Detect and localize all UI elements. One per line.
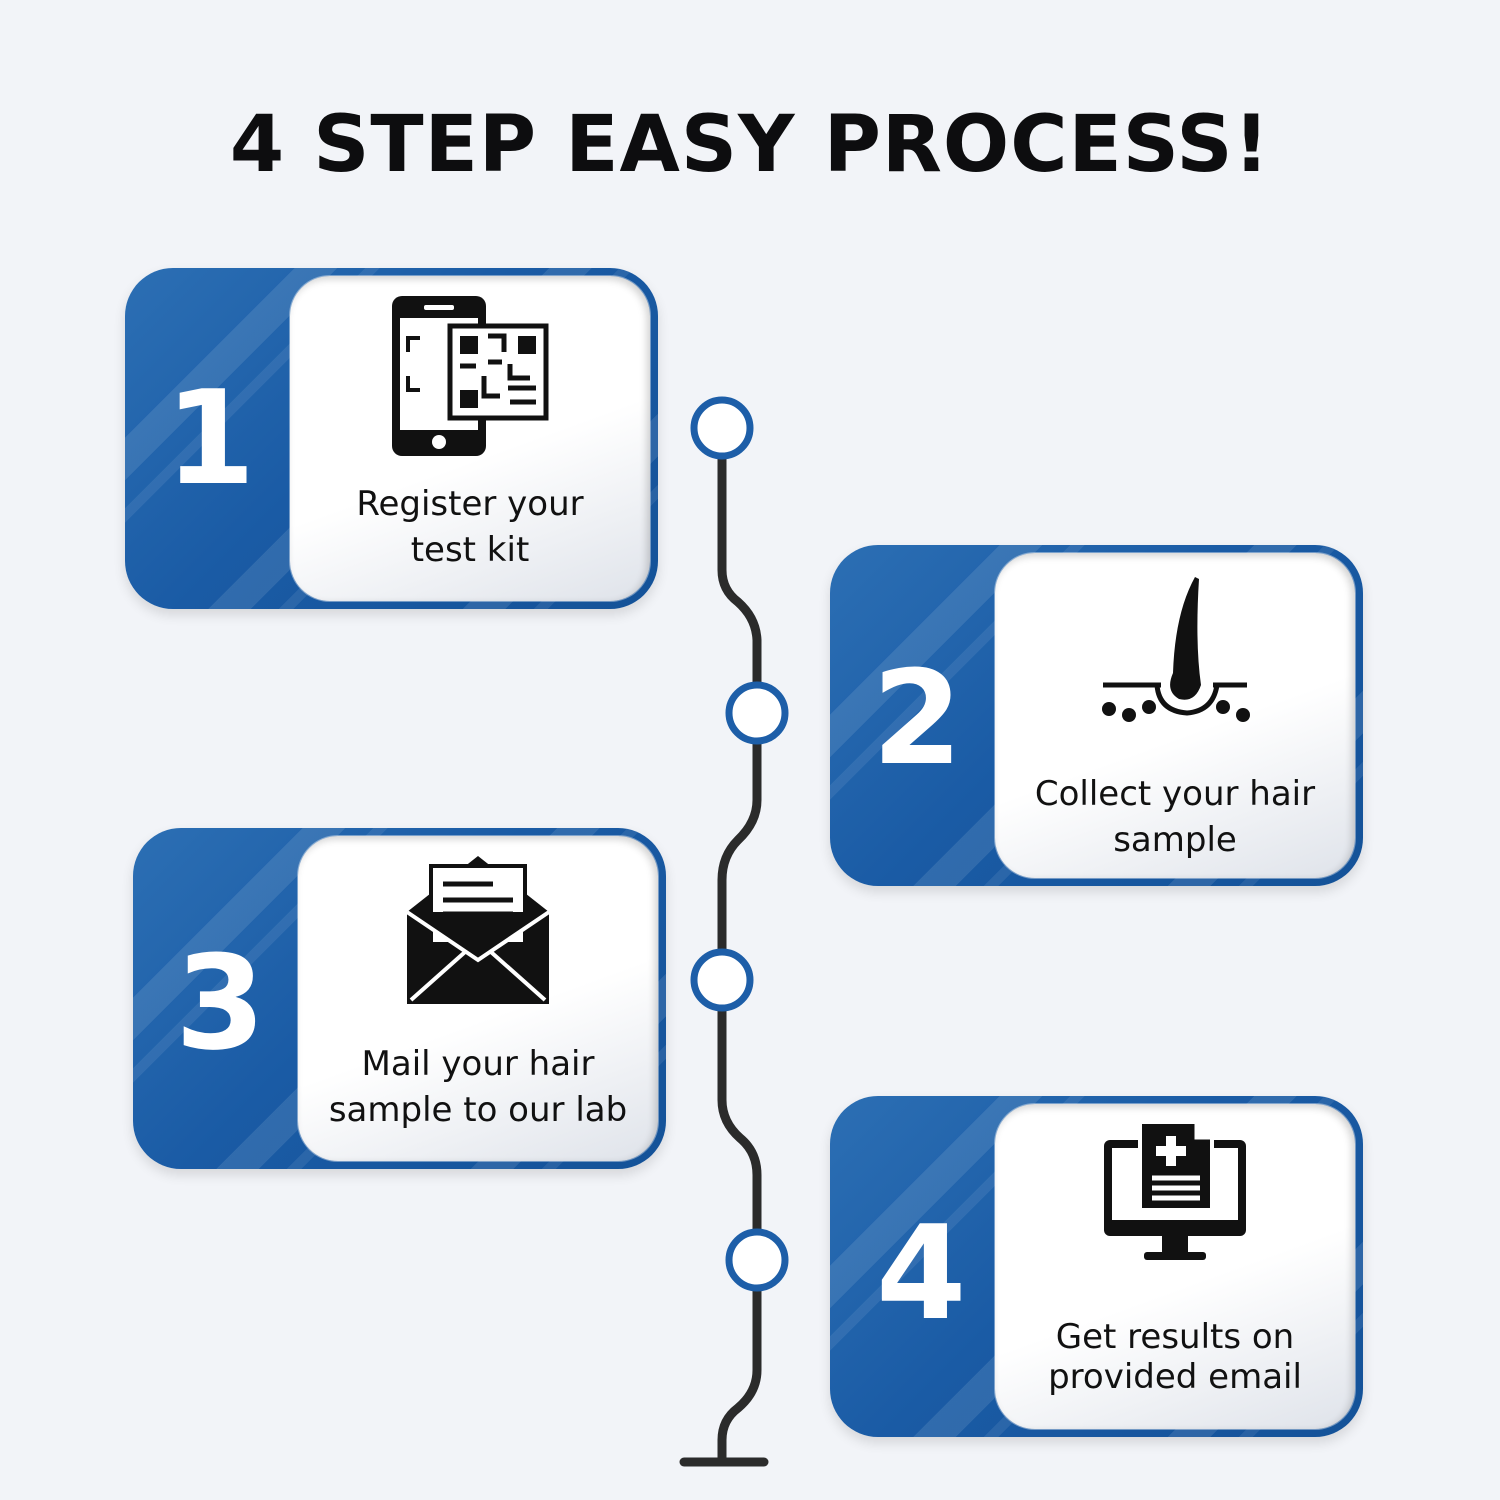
step-panel-4: Get results on provided email bbox=[995, 1104, 1355, 1429]
phone-qr-code-icon bbox=[392, 296, 549, 456]
step-panel-2: Collect your hair sample bbox=[995, 553, 1355, 878]
step-label-2a: Collect your hair bbox=[1034, 774, 1316, 814]
step-number-3: 3 bbox=[175, 927, 266, 1079]
step-number-1: 1 bbox=[165, 362, 256, 514]
step-number-4: 4 bbox=[876, 1197, 967, 1349]
step-label-4a: Get results on bbox=[1055, 1317, 1295, 1357]
step-label-1b: test kit bbox=[410, 530, 530, 570]
timeline-node-1 bbox=[690, 396, 754, 460]
step-label-2b: sample bbox=[1113, 820, 1237, 860]
step-card-4: 4 Get results on provided email bbox=[830, 1096, 1363, 1437]
step-number-2: 2 bbox=[872, 642, 963, 794]
step-panel-3: Mail your hair sample to our lab bbox=[298, 836, 658, 1161]
timeline-node-4 bbox=[725, 1228, 789, 1292]
step-label-3b: sample to our lab bbox=[328, 1090, 628, 1130]
step-card-1: 1 Register your test kit bbox=[125, 268, 658, 609]
step-card-3: 3 Mail your hair sample to our lab bbox=[133, 828, 666, 1169]
timeline-path bbox=[717, 423, 762, 1467]
page-title: 4 STEP EASY PROCESS! bbox=[229, 100, 1271, 190]
step-panel-1: Register your test kit bbox=[290, 276, 650, 601]
computer-medical-report-icon bbox=[1104, 1120, 1246, 1260]
hair-follicle-icon bbox=[1102, 577, 1250, 722]
step-label-3a: Mail your hair bbox=[361, 1044, 595, 1084]
envelope-letter-icon bbox=[405, 856, 551, 1004]
step-label-4b: provided email bbox=[1048, 1357, 1302, 1397]
timeline-node-2 bbox=[725, 681, 789, 745]
step-card-2: 2 Collect your hair sample bbox=[830, 545, 1363, 886]
timeline-node-3 bbox=[690, 948, 754, 1012]
step-label-1a: Register your bbox=[356, 484, 584, 524]
